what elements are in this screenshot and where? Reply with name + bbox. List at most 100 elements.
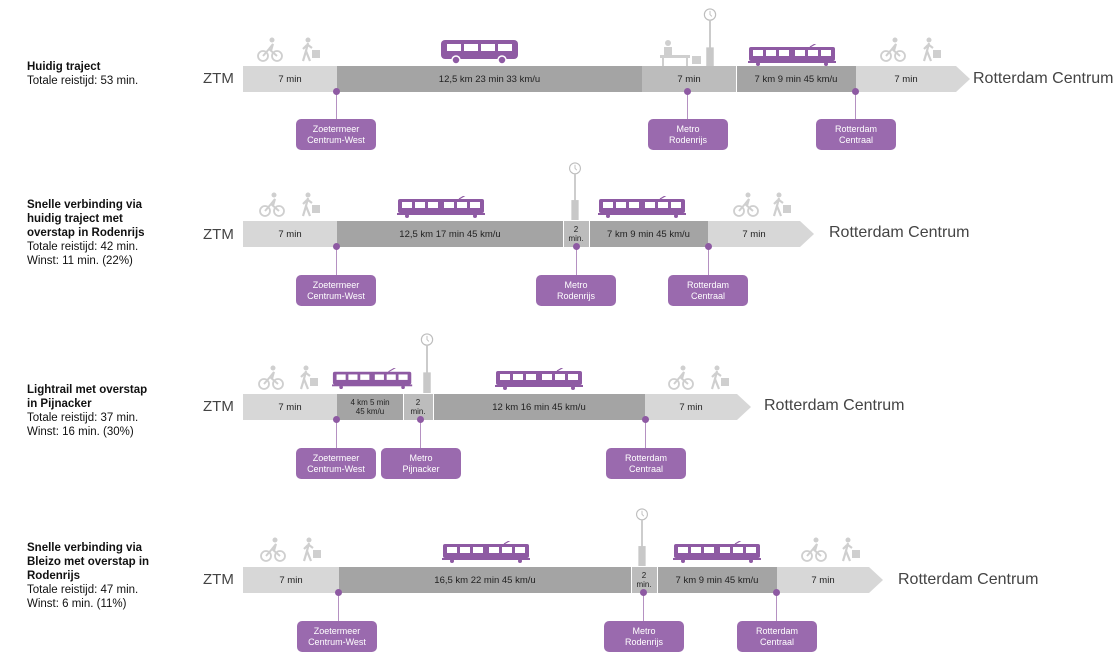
walker-with-luggage-icon bbox=[770, 192, 792, 218]
tram-segment: 16,5 km 22 min 45 km/u bbox=[339, 567, 631, 593]
walker-with-luggage-icon bbox=[297, 365, 319, 391]
origin-label: ZTM bbox=[203, 398, 234, 415]
cyclist-icon bbox=[733, 192, 759, 218]
route-arrow bbox=[869, 567, 883, 593]
tram-segment-distance-time: 4 km 5 min bbox=[350, 398, 390, 407]
stop-marker bbox=[417, 416, 424, 423]
destination-label: Rotterdam Centrum bbox=[764, 397, 905, 414]
cyclist-icon bbox=[258, 365, 284, 391]
stop-connector bbox=[336, 247, 337, 275]
stop-marker bbox=[852, 88, 859, 95]
segment-divider bbox=[433, 394, 434, 420]
stop-connector bbox=[576, 247, 577, 275]
segment-divider bbox=[657, 567, 658, 593]
stop-name-sub: Centraal bbox=[759, 636, 795, 647]
clock-pole-icon bbox=[702, 8, 718, 68]
stop-marker bbox=[333, 416, 340, 423]
tram-icon bbox=[442, 541, 532, 563]
route-title-heading: Huidig traject bbox=[27, 61, 101, 73]
walk-segment: 7 min bbox=[243, 221, 337, 247]
stop-connector bbox=[420, 420, 421, 448]
transfer-unit: min. bbox=[410, 407, 426, 416]
route-total-time: Totale reistijd: 53 min. bbox=[27, 75, 139, 87]
stop-name-sub: Pijnacker bbox=[402, 463, 440, 474]
cyclist-icon bbox=[260, 537, 286, 563]
origin-label: ZTM bbox=[203, 226, 234, 243]
stop-name-sub: Centrum-West bbox=[308, 636, 366, 647]
tram-segment: 7 km 9 min 45 km/u bbox=[736, 66, 856, 92]
stop-name: Zoetermeer bbox=[312, 279, 360, 290]
tram-segment: 12 km 16 min 45 km/u bbox=[433, 394, 645, 420]
segment-divider bbox=[403, 394, 404, 420]
route-arrow bbox=[737, 394, 751, 420]
destination-label: Rotterdam Centrum bbox=[973, 70, 1114, 87]
stop-marker bbox=[684, 88, 691, 95]
bus-icon bbox=[440, 39, 520, 65]
transfer-minutes: 2 bbox=[641, 571, 647, 580]
stop-marker bbox=[335, 589, 342, 596]
tram-icon bbox=[397, 196, 487, 218]
stop-connector bbox=[687, 92, 688, 120]
stop-name: Metro bbox=[676, 123, 700, 134]
walker-with-luggage-icon bbox=[839, 537, 861, 563]
route-title-heading: Lightrail met overstap bbox=[27, 384, 148, 396]
stop-name: Metro bbox=[409, 452, 433, 463]
stop-marker bbox=[333, 243, 340, 250]
transfer-unit: min. bbox=[568, 234, 584, 243]
transfer-unit: min. bbox=[636, 580, 652, 589]
stop-name: Metro bbox=[632, 625, 656, 636]
stop-name-sub: Centraal bbox=[838, 134, 874, 145]
route-title: Snelle verbinding via Bleizo met oversta… bbox=[27, 541, 149, 611]
stop-marker bbox=[573, 243, 580, 250]
walker-with-luggage-icon bbox=[300, 537, 322, 563]
tram-icon bbox=[495, 368, 585, 390]
segment-divider bbox=[631, 567, 632, 593]
stop-name-sub: Rodenrijs bbox=[624, 636, 664, 647]
tram-segment: 7 km 9 min 45 km/u bbox=[589, 221, 708, 247]
stop-marker bbox=[640, 589, 647, 596]
route-title: Snelle verbinding via huidig traject met… bbox=[27, 198, 145, 268]
cyclist-icon bbox=[259, 192, 285, 218]
route-gain: Winst: 11 min. (22%) bbox=[27, 255, 133, 267]
route-title-heading: Bleizo met overstap in bbox=[27, 556, 150, 568]
route-total-time: Totale reistijd: 37 min. bbox=[27, 412, 139, 424]
stop-marker bbox=[642, 416, 649, 423]
route-title-heading: Snelle verbinding via bbox=[27, 199, 143, 211]
cyclist-icon bbox=[257, 37, 283, 63]
stop-marker bbox=[773, 589, 780, 596]
cyclist-icon bbox=[668, 365, 694, 391]
stop-name-sub: Centrum-West bbox=[307, 463, 365, 474]
stop-name-sub: Rodenrijs bbox=[556, 290, 596, 301]
stop-name: Rotterdam bbox=[686, 279, 730, 290]
route-title-heading: Snelle verbinding via bbox=[27, 542, 143, 554]
route-arrow bbox=[956, 66, 970, 92]
transfer-minutes: 2 bbox=[415, 398, 421, 407]
stop-connector bbox=[338, 593, 339, 621]
cyclist-icon bbox=[880, 37, 906, 63]
transfer-minutes: 2 bbox=[573, 225, 579, 234]
destination-label: Rotterdam Centrum bbox=[898, 571, 1039, 588]
transfer-segment: 7 min bbox=[642, 66, 736, 92]
tram-segment: 12,5 km 17 min 45 km/u bbox=[337, 221, 563, 247]
origin-label: ZTM bbox=[203, 571, 234, 588]
route-gain: Winst: 6 min. (11%) bbox=[27, 598, 127, 610]
stop-marker bbox=[333, 88, 340, 95]
route-title-heading: overstap in Rodenrijs bbox=[27, 227, 145, 239]
waiting-person-icon bbox=[660, 40, 702, 66]
clock-pole-icon bbox=[567, 162, 583, 220]
stop-name: Metro bbox=[564, 279, 588, 290]
tram-segment: 7 km 9 min 45 km/u bbox=[657, 567, 777, 593]
walk-segment: 7 min bbox=[243, 567, 339, 593]
clock-pole-icon bbox=[634, 508, 650, 566]
walker-with-luggage-icon bbox=[299, 192, 321, 218]
stop-name: Rotterdam bbox=[834, 123, 878, 134]
